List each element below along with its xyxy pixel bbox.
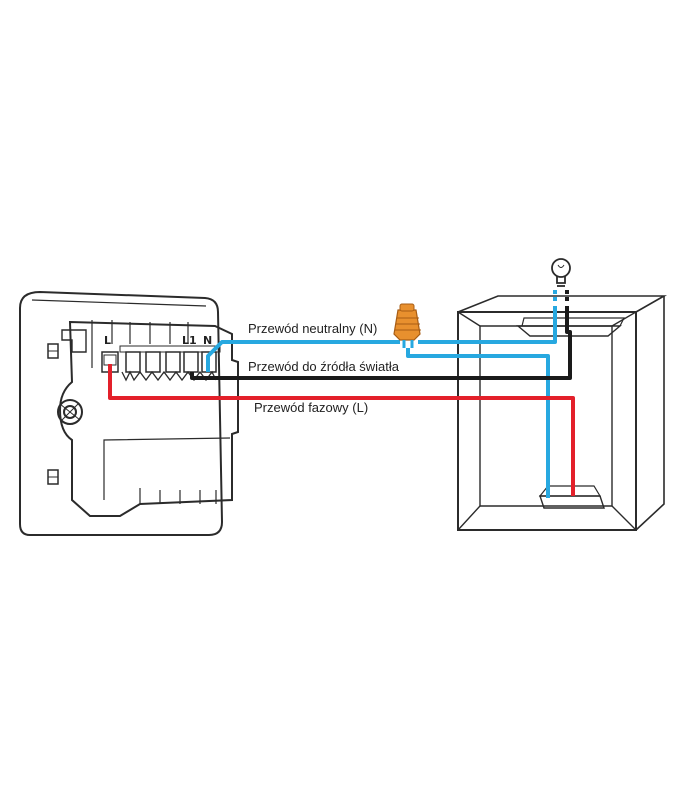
- terminal-label-l1: L1: [182, 334, 197, 347]
- light-fixture-box: [457, 295, 668, 531]
- wire-neutral: [206, 306, 557, 498]
- mounting-screw: [57, 399, 83, 425]
- terminal-l1: [183, 351, 199, 373]
- fixture-top-bracket: [516, 317, 625, 337]
- fixture-bottom-terminal: [538, 485, 605, 509]
- label-light-source-wire: Przewód do źródła światła: [248, 359, 400, 374]
- wire-light-source: [190, 306, 572, 380]
- terminal-block: [101, 345, 221, 382]
- wire-connector-icon: [393, 303, 421, 348]
- label-phase-wire: Przewód fazowy (L): [254, 400, 368, 415]
- terminal-label-l: L: [104, 334, 111, 347]
- switch-device: [19, 290, 239, 536]
- switch-module-body: [58, 320, 239, 517]
- wire-phase: [108, 364, 575, 496]
- switch-back-plate: [19, 290, 224, 536]
- fixture-box-front: [457, 311, 637, 531]
- light-bulb-icon: [551, 258, 571, 287]
- terminal-label-n: N: [203, 334, 212, 347]
- label-neutral-wire: Przewód neutralny (N): [248, 321, 377, 336]
